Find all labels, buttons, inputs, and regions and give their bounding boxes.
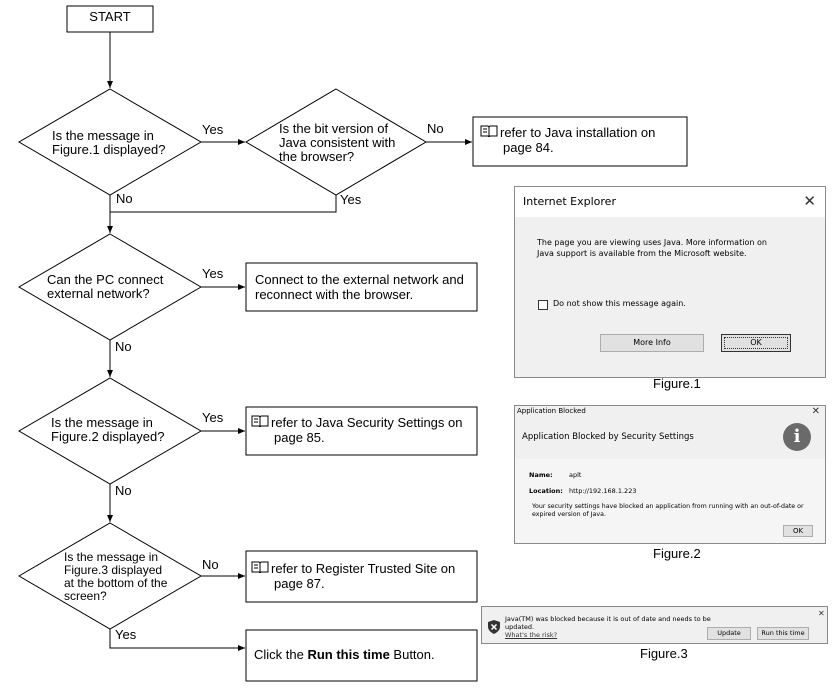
decision-1-line-2: Figure.1 displayed? [52,142,166,157]
start-label: START [89,9,131,24]
decision-5-line-1: Is the message in [64,550,159,564]
action-java-install-line-1: refer to Java installation on [500,125,656,140]
figure-2-window-title: Application Blocked [517,407,586,415]
action-java-security-line-2: page 85. [274,430,325,445]
figure-1-checkbox-label: Do not show this message again. [553,299,686,308]
figure-3-message-line-2: updated. [505,623,535,631]
book-pencil-icon [480,124,500,140]
figure-2-message-line-2: expired version of Java. [532,511,606,518]
figure-1-ok-button[interactable]: OK [721,334,791,352]
action-java-install-box [472,116,688,167]
figure-2-name-value: aplt [569,471,582,479]
figure-2-message: Your security settings have blocked an a… [532,503,804,519]
figure-2-message-line-1: Your security settings have blocked an a… [532,503,804,510]
action-trusted-site-line-1: refer to Register Trusted Site on [271,561,456,576]
start-box [66,5,154,33]
book-pencil-icon [251,560,271,576]
action-run-this-time-box [245,629,478,682]
edge-label-d5-yes: Yes [115,627,137,642]
edge-label-d2-no: No [427,121,444,136]
figure-1-caption: Figure.1 [653,376,701,391]
figure-2-header: Application Blocked by Security Settings… [515,420,825,458]
action-java-security-line-1: refer to Java Security Settings on [271,415,463,430]
run-text-before: Click the [254,647,308,662]
edge-d5-yes [109,629,245,651]
decision-5-line-4: screen? [64,589,107,603]
figure-2-name-label: Name: [529,471,553,479]
action-trusted-site: refer to Register Trusted Site on page 8… [251,560,455,591]
decision-4-line-2: Figure.2 displayed? [51,429,165,444]
figure-3-message: Java(TM) was blocked because it is out o… [505,615,711,639]
run-text-after: Button. [389,647,435,662]
shield-icon [488,620,500,634]
edge-label-d3-yes: Yes [202,266,224,281]
figure-1-more-info-button[interactable]: More Info [600,334,704,352]
decision-4-line-1: Is the message in [51,415,153,430]
figure-2-location-value: http://192.168.1.223 [569,487,637,495]
figure-1-checkbox[interactable] [538,300,548,310]
figure-2-dialog: Application Blocked ✕ Application Blocke… [514,405,826,544]
close-icon[interactable]: ✕ [811,406,820,417]
figure-2-caption: Figure.2 [653,546,701,561]
edge-label-d2-yes: Yes [340,192,362,207]
action-connect-network-line-1: Connect to the external network and [255,272,464,287]
figure-3-notification-bar: Java(TM) was blocked because it is out o… [481,606,828,644]
figure-1-title: Internet Explorer [523,195,616,208]
figure-2-body: Name: aplt Location: http://192.168.1.22… [515,459,825,543]
figure-2-ok-button[interactable]: OK [783,525,813,537]
info-icon: i [783,423,811,451]
action-run-this-time: Click the Run this time Button. [254,647,435,662]
run-text-bold: Run this time [307,647,390,662]
edge-label-d4-yes: Yes [202,410,224,425]
action-trusted-site-box [245,550,478,603]
decision-3-line-2: external network? [47,286,150,301]
figure-2-titlebar: Application Blocked ✕ [515,406,825,419]
figure-3-run-this-time-button[interactable]: Run this time [757,627,809,640]
action-connect-network-line-2: reconnect with the browser. [255,287,414,302]
figure-3-update-button[interactable]: Update [707,627,751,640]
action-java-install: refer to Java installation on page 84. [480,124,655,155]
edge-label-d3-no: No [115,339,132,354]
decision-1-line-1: Is the message in [52,128,154,143]
edge-label-d1-yes: Yes [202,122,224,137]
action-java-security: refer to Java Security Settings on page … [251,414,462,445]
figure-1-message-line-2: Java support is available from the Micro… [537,249,747,258]
close-icon[interactable]: ✕ [818,609,825,618]
figure-2-heading: Application Blocked by Security Settings [522,432,694,442]
decision-5-line-2: Figure.3 displayed [64,563,163,577]
decision-2-line-3: the browser? [279,149,355,164]
edge-label-d5-no: No [202,557,219,572]
figure-1-message-line-1: The page you are viewing uses Java. More… [537,238,767,247]
action-connect-network-box [245,262,478,312]
figure-3-message-line-1: Java(TM) was blocked because it is out o… [505,615,711,623]
edge-label-d1-no: No [116,191,133,206]
decision-5-line-3: at the bottom of the [64,576,168,590]
action-java-install-line-2: page 84. [503,140,554,155]
figure-1-message: The page you are viewing uses Java. More… [537,237,767,259]
decision-2-line-2: Java consistent with [279,135,396,150]
edge-d2-yes [110,195,337,213]
edge-label-d4-no: No [115,483,132,498]
figure-3-risk-link[interactable]: What's the risk? [505,631,558,639]
figure-3-caption: Figure.3 [640,646,688,661]
figure-2-location-label: Location: [529,487,563,495]
action-trusted-site-line-2: page 87. [274,576,325,591]
action-connect-network: Connect to the external network and reco… [255,272,464,302]
decision-3-line-1: Can the PC connect [47,272,164,287]
book-pencil-icon [251,414,271,430]
action-java-security-box [245,406,478,456]
figure-1-dialog: Internet Explorer ✕ The page you are vie… [514,186,826,378]
close-icon[interactable]: ✕ [803,192,816,210]
decision-2-line-1: Is the bit version of [279,121,389,136]
figure-1-titlebar: Internet Explorer ✕ [515,187,825,217]
